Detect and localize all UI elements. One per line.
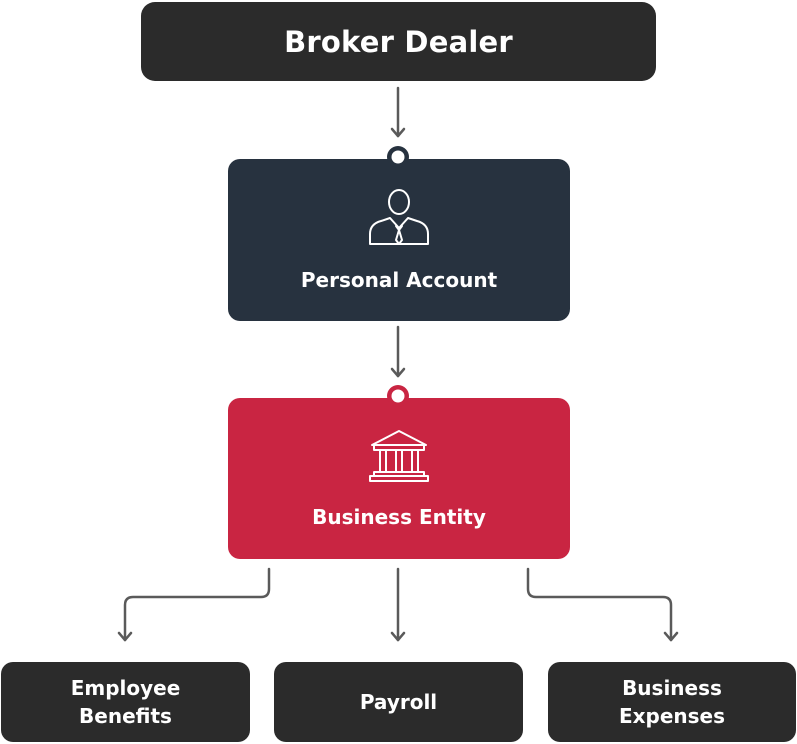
connector-broker-to-personal [390,86,406,138]
personal-account-node: Personal Account [228,159,570,321]
business-expenses-node: Business Expenses [548,662,796,742]
personal-account-label: Personal Account [300,268,498,292]
connector-business-to-payroll [390,567,406,642]
payroll-label: Payroll [359,690,438,714]
employee-benefits-node: Employee Benefits [1,662,250,742]
bank-building-icon [369,429,429,482]
employee-benefits-label: Employee Benefits [70,676,181,728]
connector-business-to-expenses [526,567,679,642]
person-icon [369,189,429,245]
connector-personal-to-business [390,325,406,378]
connector-business-to-employee-benefits [117,567,271,642]
business-entity-node: Business Entity [228,398,570,559]
broker-dealer-label: Broker Dealer [284,24,513,59]
broker-dealer-node: Broker Dealer [141,2,656,81]
payroll-node: Payroll [274,662,523,742]
business-entity-label: Business Entity [312,504,486,529]
business-expenses-label: Business Expenses [618,676,726,728]
